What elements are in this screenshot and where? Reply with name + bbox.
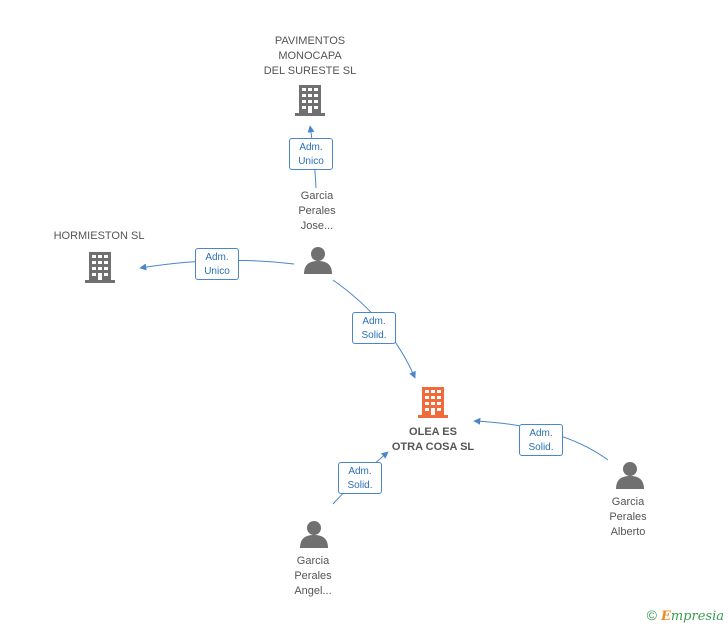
pavimentos-building-icon[interactable] — [295, 85, 325, 116]
pavimentos-label-line3: DEL SURESTE SL — [263, 65, 357, 77]
hormieston-label[interactable]: HORMIESTON SL — [40, 229, 158, 244]
edge-label-jose-hormieston[interactable]: Adm. Unico — [195, 248, 239, 280]
brand-logo-initial: E — [660, 609, 671, 624]
edge-label-alberto-olea[interactable]: Adm. Solid. — [519, 424, 563, 456]
alberto-label-line1: Garcia — [611, 496, 645, 508]
brand-logo-text: mpresia — [670, 609, 724, 624]
olea-building-icon[interactable] — [418, 387, 448, 418]
pavimentos-label-line2: MONOCAPA — [278, 50, 342, 62]
edge-label-line1: Adm. — [348, 466, 372, 477]
angel-label-line2: Perales — [294, 570, 332, 582]
edge-label-angel-olea[interactable]: Adm. Solid. — [338, 462, 382, 494]
jose-label-line3: Jose... — [300, 220, 334, 232]
pavimentos-label-line1: PAVIMENTOS — [274, 35, 346, 47]
edge-label-line2: Solid. — [528, 442, 554, 453]
edge-label-jose-olea[interactable]: Adm. Solid. — [352, 312, 396, 344]
edge-label-jose-pavimentos[interactable]: Adm. Unico — [289, 138, 333, 170]
edge-label-line2: Unico — [204, 266, 230, 277]
edge-label-line2: Unico — [298, 156, 324, 167]
edge-label-line1: Adm. — [529, 428, 553, 439]
angel-label-line3: Angel... — [294, 585, 332, 597]
olea-label-line1: OLEA ES — [409, 426, 457, 438]
edge-label-line1: Adm. — [362, 316, 386, 327]
olea-label[interactable]: OLEA ES OTRA COSA SL — [373, 425, 493, 455]
jose-label-line1: Garcia — [300, 190, 334, 202]
angel-person-icon[interactable] — [300, 521, 328, 548]
hormieston-label-line1: HORMIESTON SL — [53, 230, 145, 242]
jose-person-icon[interactable] — [304, 247, 332, 274]
alberto-label[interactable]: Garcia Perales Alberto — [588, 495, 668, 540]
copyright-symbol: © — [646, 607, 657, 623]
angel-label[interactable]: Garcia Perales Angel... — [273, 554, 353, 599]
hormieston-building-icon[interactable] — [85, 252, 115, 283]
pavimentos-label[interactable]: PAVIMENTOS MONOCAPA DEL SURESTE SL — [250, 34, 370, 79]
edge-label-line1: Adm. — [205, 252, 229, 263]
angel-label-line1: Garcia — [296, 555, 330, 567]
empresia-watermark[interactable]: ©Empresia — [647, 607, 724, 624]
edge-label-line1: Adm. — [299, 142, 323, 153]
alberto-person-icon[interactable] — [616, 462, 644, 489]
jose-label-line2: Perales — [298, 205, 336, 217]
alberto-label-line2: Perales — [609, 511, 647, 523]
olea-label-line2: OTRA COSA SL — [391, 441, 475, 453]
alberto-label-line3: Alberto — [610, 526, 646, 538]
edge-label-line2: Solid. — [361, 330, 387, 341]
edge-label-line2: Solid. — [347, 480, 373, 491]
jose-label[interactable]: Garcia Perales Jose... — [277, 189, 357, 234]
